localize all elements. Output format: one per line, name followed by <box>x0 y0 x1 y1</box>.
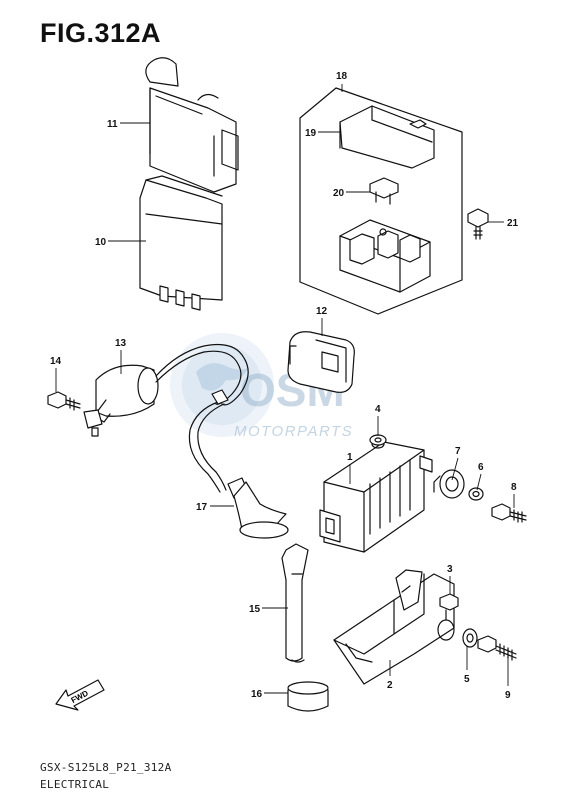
callout-19: 19 <box>305 128 317 139</box>
part-18-starter-relay <box>339 219 431 293</box>
callout-18: 18 <box>336 71 348 82</box>
callout-5: 5 <box>464 674 470 685</box>
callout-12: 12 <box>316 306 328 317</box>
part-14-bolt <box>47 391 81 411</box>
part-2-bracket <box>333 569 455 685</box>
part-12-connector <box>287 331 355 393</box>
callout-3: 3 <box>447 564 453 575</box>
callout-21: 21 <box>507 218 519 229</box>
callout-4: 4 <box>375 404 381 415</box>
part-17-plug-cap <box>227 477 289 539</box>
footer-code: GSX-S125L8_P21_312A <box>40 761 172 774</box>
callout-1: 1 <box>347 452 353 463</box>
part-1-regulator-rectifier <box>319 439 433 553</box>
callout-17: 17 <box>196 502 208 513</box>
part-15-tube <box>281 543 309 663</box>
callout-8: 8 <box>511 482 517 493</box>
callout-labels: 18 11 19 20 21 10 12 13 14 4 1 7 6 8 17 … <box>50 71 519 701</box>
callout-7: 7 <box>455 446 461 457</box>
part-21-bolt <box>467 208 489 240</box>
part-11-cover <box>145 57 239 193</box>
fwd-arrow: FWD <box>55 679 105 711</box>
callout-2: 2 <box>387 680 393 691</box>
callout-16: 16 <box>251 689 263 700</box>
relay-assembly-box <box>299 87 463 315</box>
callout-15: 15 <box>249 604 261 615</box>
part-8-bolt <box>491 503 527 523</box>
part-5-washer <box>462 628 478 648</box>
callout-20: 20 <box>333 188 345 199</box>
callout-11: 11 <box>107 119 118 130</box>
part-16-cap <box>287 681 329 712</box>
callout-6: 6 <box>478 462 484 473</box>
callout-13: 13 <box>115 338 127 349</box>
leader-lines <box>55 84 515 694</box>
part-20-fuse <box>369 177 399 205</box>
part-4-washer <box>369 434 387 446</box>
part-19-relay-cover <box>339 105 435 169</box>
part-9-bolt <box>477 635 517 661</box>
footer-caption: ELECTRICAL <box>40 778 110 791</box>
callout-9: 9 <box>505 690 511 701</box>
callout-14: 14 <box>50 356 62 367</box>
part-13-ignition-coil <box>83 343 249 493</box>
figure-title: FIG.312A <box>40 18 162 48</box>
callout-10: 10 <box>95 237 107 248</box>
part-7-grommet <box>433 469 465 499</box>
watermark-sub: MOTORPARTS <box>234 423 353 440</box>
part-10-ecm <box>139 175 223 311</box>
part-6-collar <box>468 487 484 501</box>
